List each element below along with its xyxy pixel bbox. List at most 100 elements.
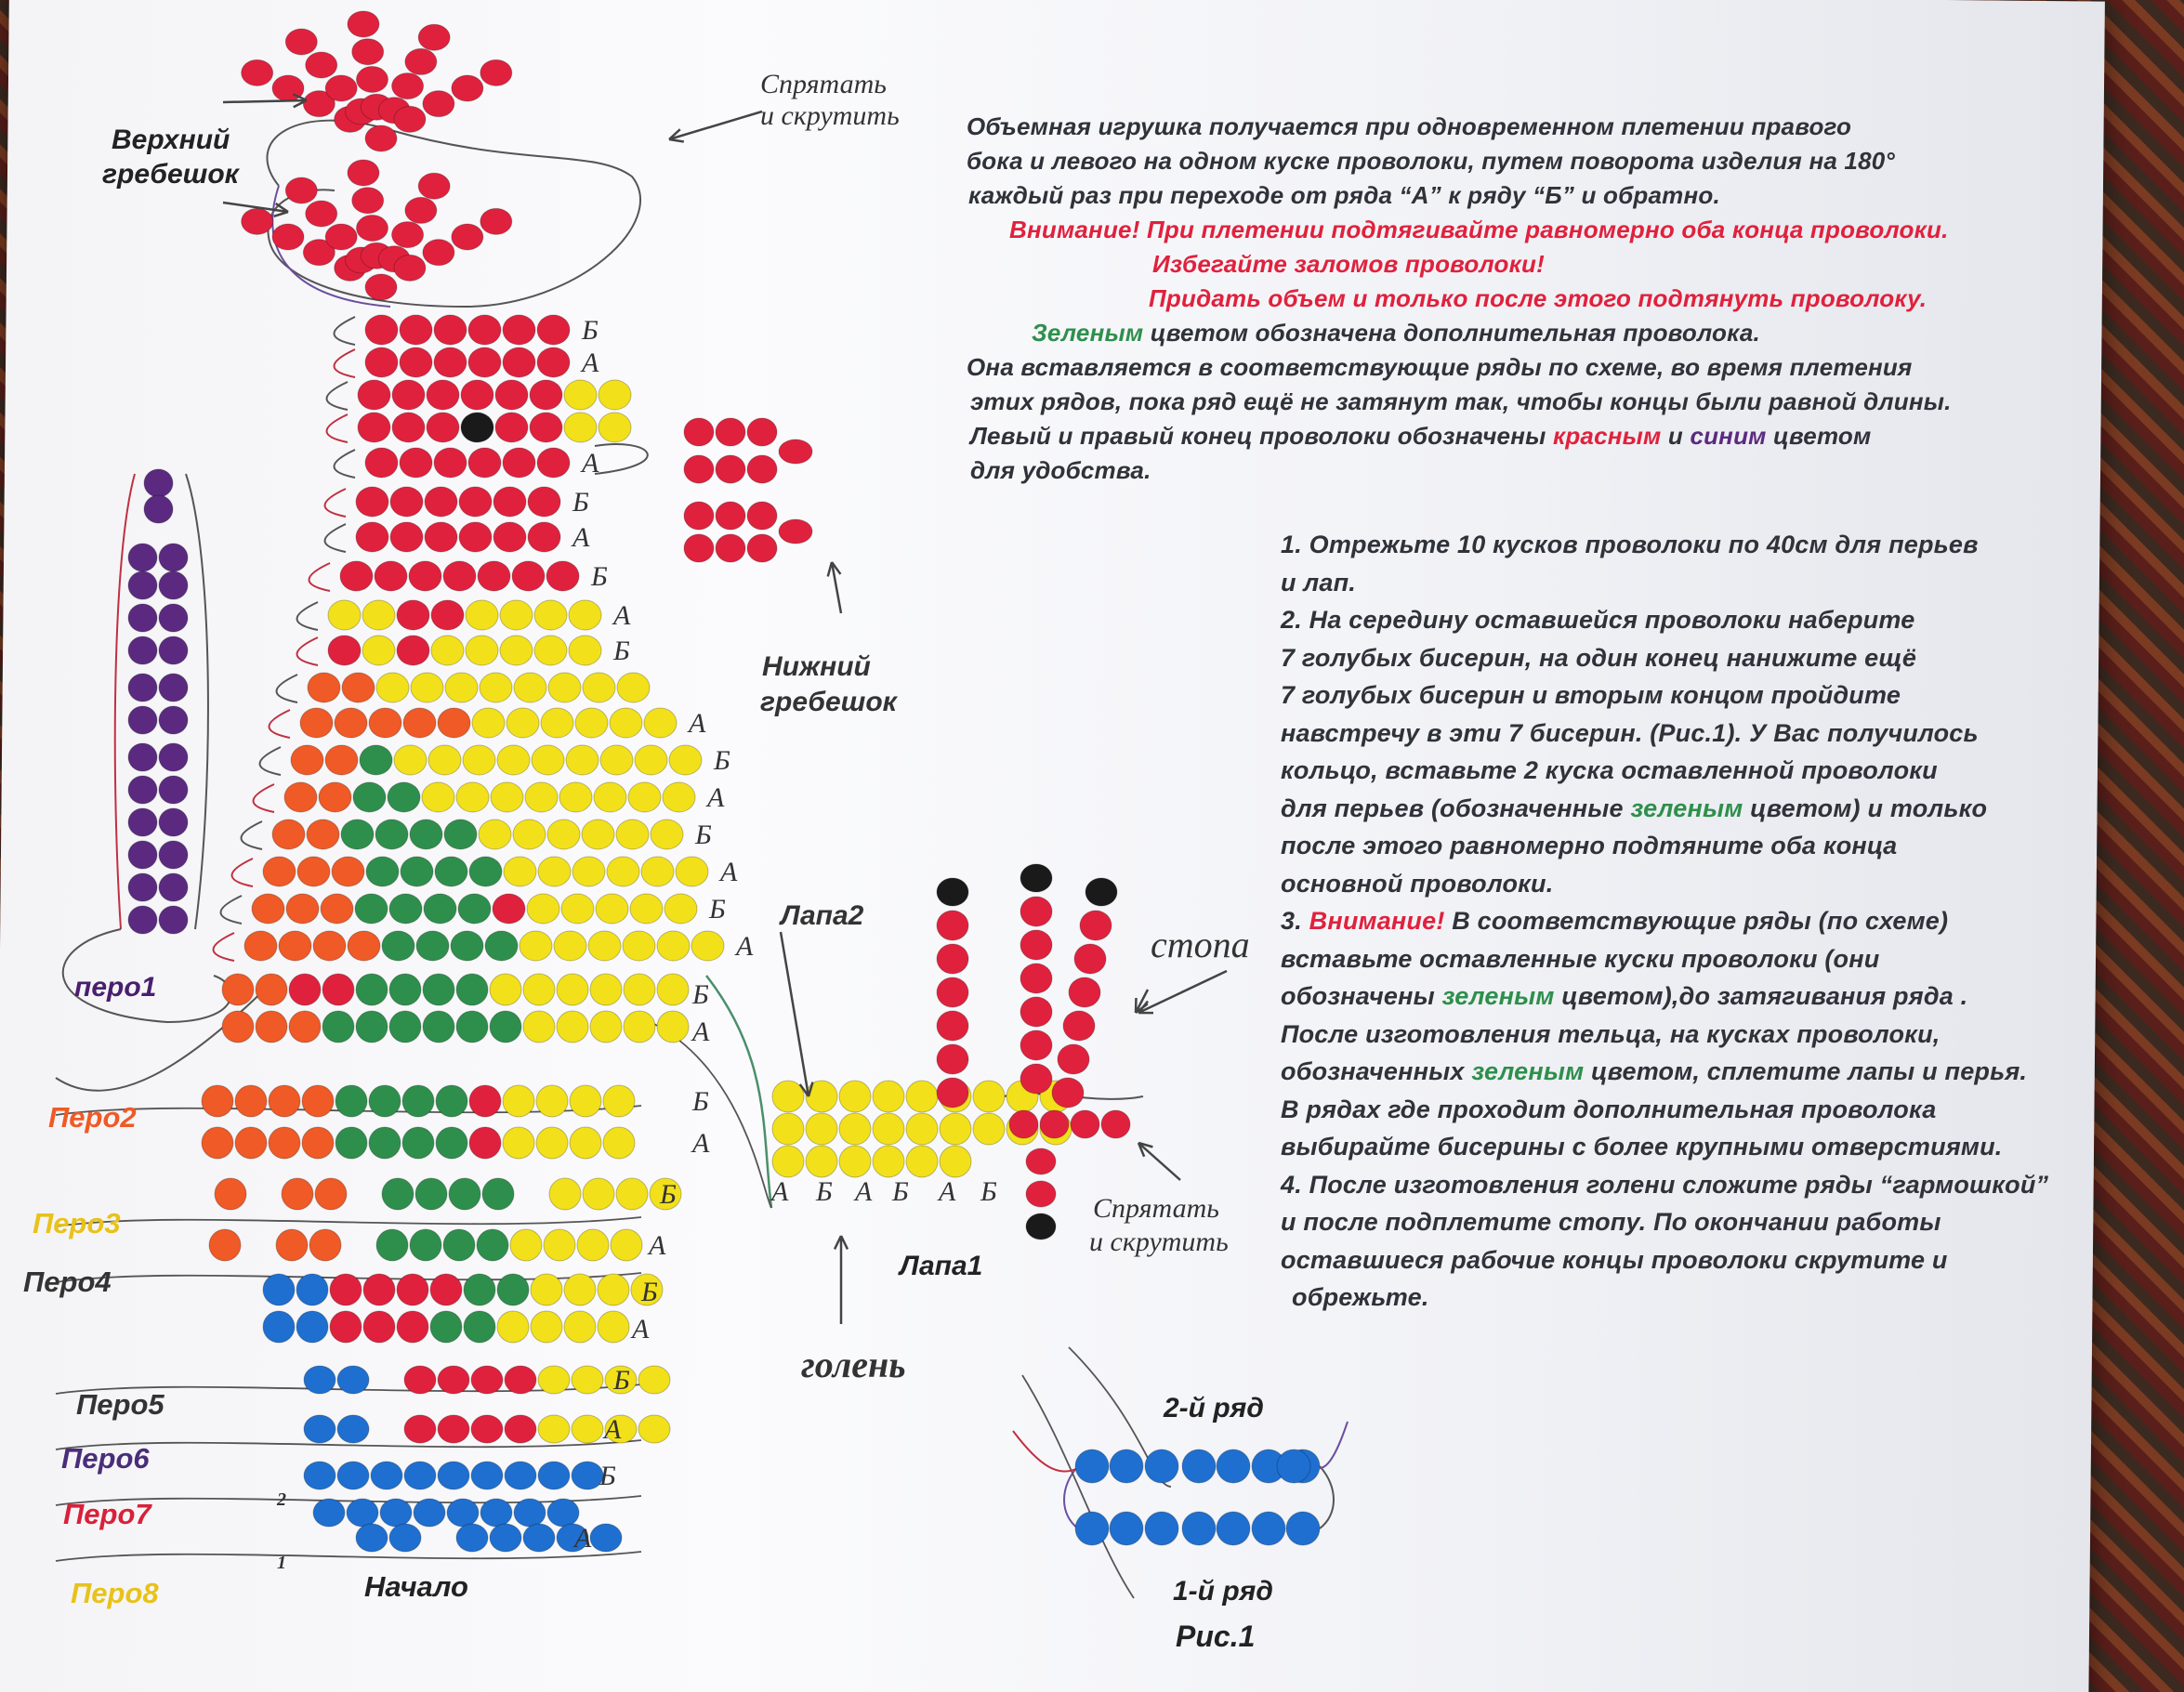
row-mark: Б — [581, 315, 599, 346]
band-row — [522, 1010, 556, 1043]
step4-line-1: 4. После изготовления голени сложите ряд… — [1281, 1170, 2049, 1199]
body-row — [512, 819, 546, 850]
row-mark: А — [687, 708, 706, 739]
body-row — [656, 930, 691, 962]
feather1-bead — [158, 807, 189, 837]
body-row — [494, 412, 529, 443]
row-mark: А — [580, 348, 599, 378]
body-row — [374, 560, 408, 592]
arrow-lower-comb — [826, 561, 843, 614]
feather1-bead — [127, 571, 158, 600]
top-comb-fan-1 — [480, 59, 513, 86]
num2-label: 2 — [276, 1489, 286, 1510]
green-note-line-3: этих рядов, пока ряд ещё не затянут так,… — [970, 387, 1952, 415]
ring-bead — [1181, 1511, 1217, 1546]
toe-bead — [1020, 1030, 1053, 1061]
band-row — [403, 1365, 437, 1395]
band-row — [201, 1084, 234, 1118]
band-row — [571, 1365, 604, 1395]
feather1-bead — [158, 742, 189, 772]
body-row — [375, 819, 409, 850]
lower-comb — [715, 454, 746, 484]
row-mark: А — [705, 782, 725, 813]
band-row — [355, 1523, 388, 1553]
ring-bead — [1144, 1511, 1179, 1546]
band-row — [301, 1084, 335, 1118]
lower-comb-label-2: гребешок — [760, 687, 899, 717]
row-wire — [268, 709, 291, 739]
toe-bead — [1057, 1043, 1090, 1075]
paw1-label: Лапа1 — [898, 1251, 982, 1281]
body-row — [502, 314, 536, 346]
intro-paragraph: Объемная игрушка получается при одноврем… — [967, 110, 1952, 488]
step3-line-1: 3. Внимание! В соответствующие ряды (по … — [1281, 907, 1949, 935]
arrow-top-comb-2 — [222, 201, 289, 218]
band-row — [442, 1228, 476, 1262]
top-comb-label-2: гребешок — [102, 159, 241, 190]
feather1-bead — [127, 742, 158, 772]
row-wire — [323, 523, 347, 553]
band-row — [234, 1126, 268, 1160]
step2-line-7: после этого равномерно подтяните оба кон… — [1281, 832, 1898, 859]
band-row — [563, 1273, 597, 1306]
shin-bead — [838, 1080, 872, 1113]
body-row — [524, 781, 559, 813]
band-row — [535, 1084, 569, 1118]
body-row — [433, 347, 467, 378]
body-row — [327, 635, 362, 666]
row-wire — [219, 895, 243, 925]
band-wire — [55, 1551, 642, 1562]
shin-mark: А — [853, 1176, 873, 1207]
band-row — [602, 1084, 636, 1118]
body-row — [450, 930, 484, 962]
body-row — [582, 672, 616, 703]
feather1-bead — [127, 603, 158, 633]
row-mark: А — [691, 1017, 710, 1047]
feather1-bead — [158, 543, 189, 572]
toe-bead — [1079, 910, 1112, 941]
band-row — [530, 1273, 563, 1306]
shin-bead — [872, 1145, 905, 1178]
band-row — [630, 1273, 664, 1306]
band-row — [470, 1461, 504, 1490]
row-mark: Б — [659, 1179, 677, 1210]
band-row — [649, 1177, 682, 1211]
band-row — [502, 1084, 535, 1118]
row-wire — [258, 746, 282, 776]
body-row — [457, 893, 492, 925]
band-row — [234, 1084, 268, 1118]
body-row — [391, 412, 426, 443]
body-row — [389, 486, 424, 518]
body-row — [428, 744, 462, 776]
band-row — [329, 1273, 362, 1306]
band-row — [336, 1461, 370, 1490]
body-row — [409, 819, 443, 850]
top-comb-fan-1 — [241, 59, 274, 86]
band-row — [368, 1126, 401, 1160]
band-row — [556, 1523, 589, 1553]
ring-bead — [1109, 1449, 1144, 1484]
band-row — [362, 1310, 396, 1344]
step4-line-3: оставшиеся рабочие концы проволоки скрут… — [1281, 1245, 1948, 1274]
body-row — [347, 930, 381, 962]
body-row — [444, 672, 479, 703]
band-row — [509, 1228, 543, 1262]
band-row — [275, 1228, 309, 1262]
body-row — [355, 486, 389, 518]
body-row — [546, 819, 581, 850]
step3-line-6: В рядах где проходит дополнительная пров… — [1281, 1095, 1937, 1123]
green-note-line-1: Зеленым цветом обозначена дополнительная… — [1032, 319, 1760, 347]
pointer-arrows — [222, 93, 1228, 1324]
body-row — [496, 744, 531, 776]
body-row — [278, 930, 312, 962]
body-row — [531, 744, 565, 776]
band-row — [615, 1177, 649, 1211]
band-row — [296, 1310, 329, 1344]
body-row — [327, 599, 362, 631]
body-row — [499, 599, 533, 631]
lower-comb — [746, 501, 778, 531]
body-row — [402, 707, 437, 739]
band-row — [597, 1310, 630, 1344]
feather1-label: перо1 — [74, 972, 156, 1003]
band-wire — [55, 1272, 642, 1283]
